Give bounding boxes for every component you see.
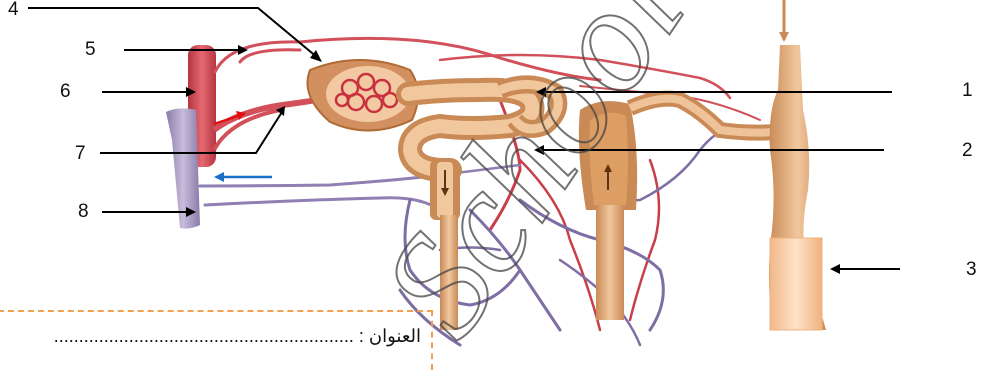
title-answer-line[interactable]: ........................................… [54,326,354,346]
title-field: العنوان : ..............................… [54,326,421,347]
nephron-diagram: School [0,0,982,357]
renal-vein [166,108,200,228]
label-1: 1 [962,81,973,100]
leader-arrowhead-3 [830,264,840,274]
title-answer-box: العنوان : ..............................… [0,310,433,370]
label-6: 6 [60,82,71,101]
label-3: 3 [966,260,977,279]
label-4: 4 [8,0,19,19]
collecting-duct [769,0,826,330]
label-2: 2 [962,141,973,160]
label-7: 7 [75,144,86,163]
label-8: 8 [78,202,89,221]
vein-flow-arrow [214,172,272,182]
label-5: 5 [85,40,96,59]
title-field-label: العنوان : [359,326,421,346]
